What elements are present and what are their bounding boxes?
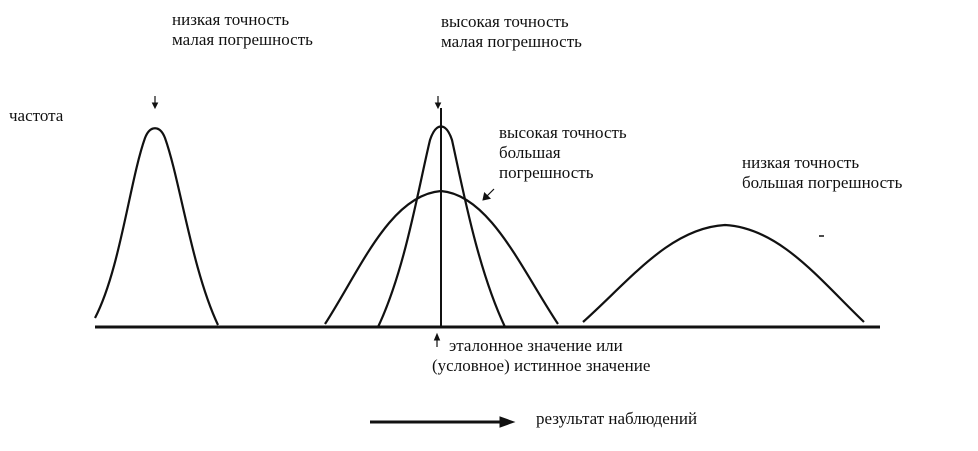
label-reference-value: эталонное значение или (условное) истинн… [432,336,651,375]
pointer-arrow-icon [482,188,495,201]
curve-high-precision-small-error [377,125,506,328]
curve-high-precision-large-error [324,189,559,325]
label-high-precision-large-error: высокая точность большая погрешность [499,123,627,182]
result-arrow-icon [370,416,516,428]
curve-low-precision-small-error [94,127,219,326]
label-observation-result: результат наблюдений [536,409,698,428]
arrow-up-icon [433,332,441,347]
label-low-precision-large-error: низкая точность большая погрешность [742,153,903,192]
arrow-down-icon [434,96,442,110]
label-frequency: частота [9,106,64,125]
arrow-down-icon [151,96,159,110]
label-low-precision-small-error: низкая точность малая погрешность [172,10,313,49]
label-high-precision-small-error: высокая точность малая погрешность [441,12,582,51]
curve-low-precision-large-error [582,223,865,323]
